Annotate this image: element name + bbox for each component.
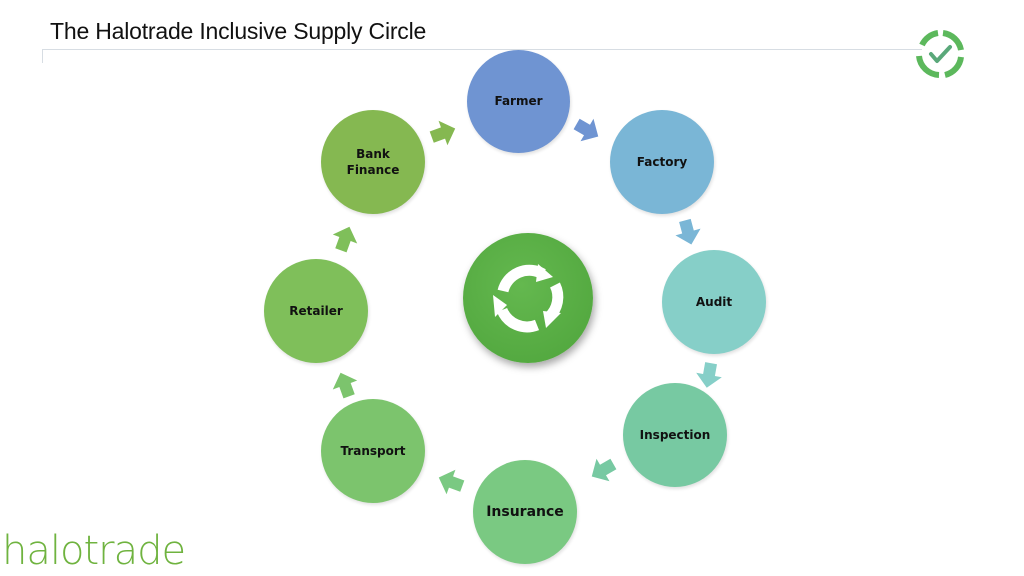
arrow-transport-to-retailer [326,366,364,404]
arrow-retailer-to-bank-finance [326,220,364,258]
center-cycle-badge [463,233,593,363]
node-factory: Factory [610,110,714,214]
node-insurance: Insurance [473,460,577,564]
node-bank-finance: Bank Finance [321,110,425,214]
node-label-line-2: Finance [346,163,400,177]
arrow-audit-to-inspection [692,358,727,393]
arrow-farmer-to-factory [567,110,608,151]
node-label: Retailer [289,303,343,318]
node-label: Factory [636,154,688,169]
arrow-icon [332,372,358,399]
arrow-factory-to-audit [670,214,707,251]
check-circle-icon [912,26,968,82]
arrow-icon [696,362,722,388]
arrow-bank-finance-to-farmer [424,114,462,152]
node-label: Transport [340,443,406,458]
title-divider-tick [42,49,43,63]
arrow-insurance-to-transport [432,463,470,501]
node-label: Farmer [494,94,543,109]
arrow-icon [438,469,465,495]
cycle-arrows-icon [493,264,564,333]
arrow-icon [332,226,358,253]
node-label: Inspection [639,427,711,442]
node-transport: Transport [321,399,425,503]
node-label-line-1: Bank [356,146,390,161]
arrow-icon [675,218,701,245]
arrow-icon [429,120,456,146]
halotrade-logo: halotrade [2,528,186,574]
page-title: The Halotrade Inclusive Supply Circle [50,18,427,44]
arrow-icon [591,458,617,482]
node-label: Audit [695,294,733,309]
node-farmer: Farmer [467,50,570,153]
node-inspection: Inspection [623,383,727,487]
node-label: Insurance [486,503,564,520]
arrow-icon [573,118,599,142]
arrow-inspection-to-insurance [583,450,624,491]
title-divider [42,49,922,50]
node-retailer: Retailer [264,259,368,363]
node-audit: Audit [662,250,766,354]
